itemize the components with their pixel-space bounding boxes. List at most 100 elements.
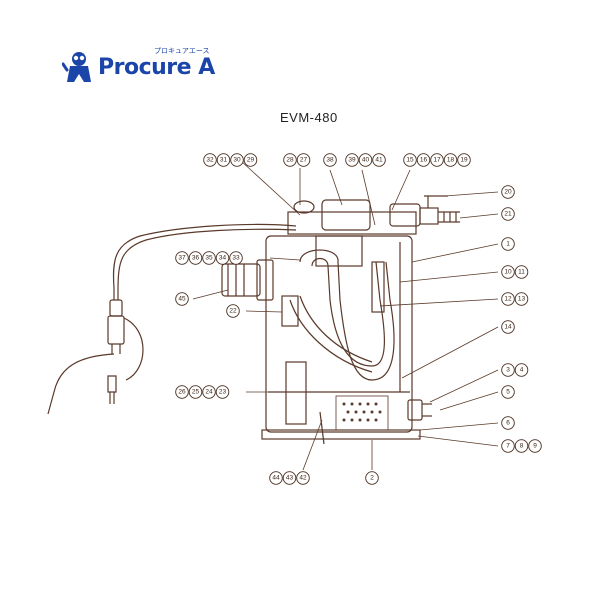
- callout-circle: [358, 153, 373, 167]
- callout-circle: [430, 153, 444, 167]
- internal-components: [281, 235, 385, 445]
- callout-group: 21: [501, 207, 515, 221]
- part-number-label: 17: [433, 157, 441, 164]
- callout-group: 45: [175, 292, 189, 306]
- part-number-label: 15: [406, 157, 414, 164]
- part-number-label: 24: [205, 389, 213, 396]
- part-number-label: 26: [178, 389, 186, 396]
- callout-circle: [230, 153, 244, 167]
- top-cover: [287, 199, 417, 235]
- part-number-label: 44: [272, 475, 280, 482]
- callout-group: 39 40 41: [345, 153, 386, 167]
- callout-circle: [283, 153, 297, 167]
- callout-group: 20: [501, 185, 515, 199]
- callout-circle: [501, 265, 515, 279]
- part-number-label: 18: [447, 157, 455, 164]
- part-number-label: 31: [220, 157, 228, 164]
- callout-circle: [188, 385, 203, 399]
- callout-circle: [269, 471, 283, 485]
- part-number-label: 16: [420, 157, 428, 164]
- callout-circle: [514, 292, 529, 306]
- part-number-label: 11: [518, 269, 525, 276]
- outlet-valve: [389, 195, 460, 227]
- brand-name: Procure A: [98, 55, 215, 80]
- part-number-label: 37: [178, 255, 186, 262]
- part-number-label: 45: [178, 296, 186, 303]
- callout-circle: [203, 153, 217, 167]
- part-number-label: 25: [192, 389, 200, 396]
- callout-circle: [296, 153, 311, 167]
- callout-group: 32 31 30 29: [203, 153, 258, 167]
- callout-circle: [443, 153, 458, 167]
- callout-circle: [528, 439, 542, 453]
- part-number-label: 1: [506, 241, 510, 248]
- callout-circle: [243, 153, 258, 167]
- callout-circle: [365, 471, 379, 485]
- part-number-label: 30: [233, 157, 241, 164]
- callout-circle: [514, 439, 529, 453]
- callout-group: 10 11: [501, 265, 529, 279]
- callout-circle: [501, 385, 515, 399]
- callout-group: 14: [501, 320, 515, 334]
- callout-group: 38: [323, 153, 337, 167]
- part-number-label: 8: [520, 443, 524, 450]
- part-number-label: 7: [506, 443, 510, 450]
- part-number-label: 40: [362, 157, 370, 164]
- inlet-pipe: [221, 259, 274, 301]
- callout-circle: [501, 416, 515, 430]
- part-number-label: 35: [205, 255, 213, 262]
- part-number-label: 38: [326, 157, 334, 164]
- callout-circle: [216, 153, 231, 167]
- callout-circle: [345, 153, 359, 167]
- part-number-label: 4: [520, 367, 524, 374]
- part-number-label: 39: [348, 157, 356, 164]
- power-cord: [47, 223, 297, 415]
- callout-circle: [372, 153, 386, 167]
- callout-circle: [282, 471, 297, 485]
- part-number-label: 28: [286, 157, 294, 164]
- callout-circle: [457, 153, 471, 167]
- mascot-icon: [62, 52, 91, 82]
- callout-circle: [188, 251, 203, 265]
- part-number-label: 41: [375, 157, 383, 164]
- callout-circle: [501, 363, 515, 377]
- part-number-label: 32: [206, 157, 214, 164]
- hose-loop: [289, 249, 395, 381]
- part-number-label: 22: [229, 308, 237, 315]
- callout-circle: [215, 385, 230, 399]
- part-number-label: 42: [299, 475, 307, 482]
- part-number-label: 34: [219, 255, 227, 262]
- part-number-label: 12: [504, 296, 512, 303]
- part-number-label: 20: [504, 189, 512, 196]
- callout-circle: [175, 292, 189, 306]
- callout-circle: [215, 251, 230, 265]
- drain-plug: [407, 399, 432, 421]
- part-number-label: 27: [300, 157, 308, 164]
- part-number-label: 29: [247, 157, 255, 164]
- callout-circle: [403, 153, 417, 167]
- callout-circle: [416, 153, 431, 167]
- part-number-label: 10: [504, 269, 512, 276]
- strainer-grille: [335, 395, 389, 431]
- callout-circle: [501, 439, 515, 453]
- part-number-label: 5: [506, 389, 510, 396]
- part-number-label: 21: [504, 211, 512, 218]
- callout-circle: [229, 251, 243, 265]
- callout-group: 2: [365, 471, 379, 485]
- part-number-label: 3: [506, 367, 510, 374]
- callout-circle: [501, 237, 515, 251]
- callout-circle: [514, 265, 529, 279]
- leader-lines: [192, 159, 499, 471]
- part-number-label: 14: [504, 324, 512, 331]
- callout-group: 1: [501, 237, 515, 251]
- part-number-label: 33: [232, 255, 240, 262]
- brand-logo: プロキュアエース Procure A: [62, 48, 215, 86]
- part-number-label: 6: [506, 420, 510, 427]
- callout-circle: [296, 471, 310, 485]
